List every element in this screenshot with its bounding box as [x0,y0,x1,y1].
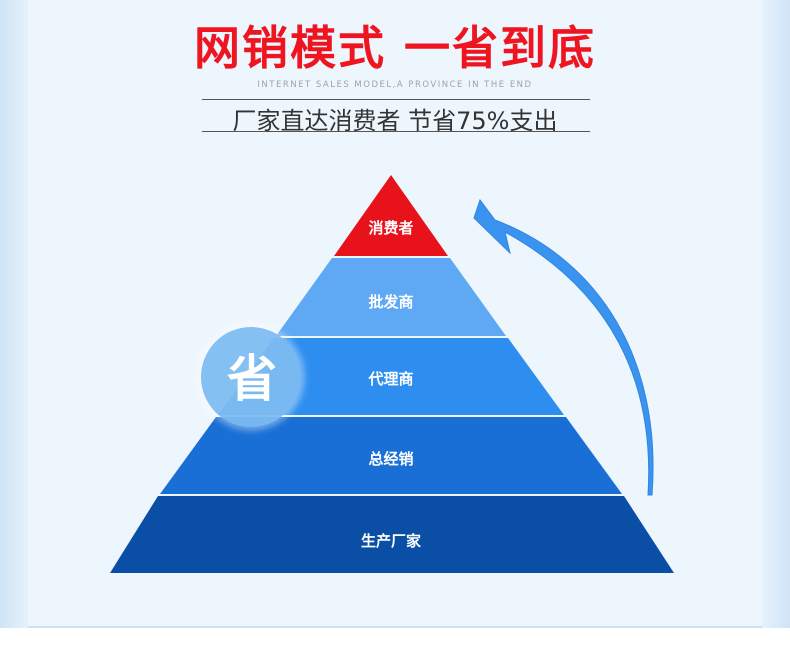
level-consumer-label: 消费者 [368,219,413,237]
upward-arrow-icon [473,198,654,496]
english-subtitle: INTERNET SALES MODEL,A PROVINCE IN THE E… [257,80,533,90]
level-consumer-shape [334,175,448,256]
level-wholesaler-shape [276,258,506,336]
save-badge-circle [201,327,301,427]
level-distributor-shape [160,417,622,494]
bottom-strip [0,628,790,664]
tagline: 厂家直达消费者 节省75%支出 [232,107,558,135]
divider-bottom [202,131,590,132]
page-title: 网销模式 一省到底 [193,21,596,75]
left-border [0,0,28,628]
level-agent-shape [218,338,564,415]
level-manufacturer-shape [110,496,674,573]
level-wholesaler-label: 批发商 [368,293,413,311]
save-badge-label: 省 [227,350,277,408]
level-agent-label: 代理商 [367,370,413,388]
right-border [762,0,790,628]
level-manufacturer-label: 生产厂家 [361,532,421,550]
divider-top [202,99,590,100]
level-distributor-label: 总经销 [368,450,413,468]
